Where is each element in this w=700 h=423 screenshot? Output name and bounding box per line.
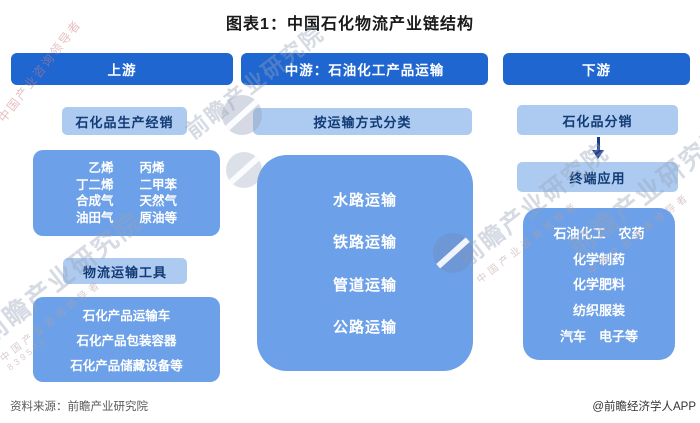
product-item: 天然气	[139, 194, 178, 208]
application-item: 汽车 电子等	[559, 329, 638, 345]
down-arrow-stem	[596, 137, 600, 152]
transport-mode-item: 公路运输	[332, 319, 397, 337]
label-logistics-tools: 物流运输工具	[63, 258, 187, 284]
tool-item: 石化产品储藏设备等	[70, 359, 183, 373]
tool-item: 石化产品包装容器	[76, 334, 177, 348]
brand-note: @前瞻经济学人APP	[592, 401, 696, 413]
label-terminal-application: 终端应用	[517, 162, 678, 192]
label-production-distribution: 石化品生产经销	[62, 107, 187, 135]
source-note: 资料来源：前瞻产业研究院	[10, 401, 148, 413]
header-upstream: 上游	[11, 53, 233, 85]
header-midstream: 中游：石油化工产品运输	[241, 53, 488, 85]
application-item: 石油化工 农药	[553, 225, 645, 241]
application-item: 纺织服装	[572, 303, 625, 319]
downstream-applications-box: 石油化工 农药 化学制药 化学肥料 纺织服装 汽车 电子等	[523, 208, 675, 360]
product-item: 原油等	[139, 210, 178, 225]
label-distribution: 石化品分销	[517, 105, 678, 135]
product-item: 丙烯	[139, 161, 165, 175]
header-downstream: 下游	[503, 53, 690, 85]
transport-mode-item: 铁路运输	[332, 234, 397, 252]
midstream-modes-box: 水路运输 铁路运输 管道运输 公路运输	[257, 155, 473, 371]
upstream-products-box: 乙烯 丙烯 丁二烯 二甲苯 合成气 天然气 油田气 原油等	[33, 150, 220, 236]
transport-mode-item: 水路运输	[332, 191, 397, 209]
down-arrow-head	[592, 150, 604, 159]
tool-item: 石化产品运输车	[82, 309, 171, 323]
transport-mode-item: 管道运输	[332, 276, 397, 294]
product-item: 乙烯	[88, 161, 114, 175]
down-arrow-icon	[592, 137, 604, 161]
product-item: 合成气	[75, 194, 114, 208]
figure-title: 图表1：中国石化物流产业链结构	[226, 16, 474, 33]
label-transport-classification: 按运输方式分类	[253, 108, 472, 135]
application-item: 化学肥料	[572, 277, 625, 293]
product-item: 丁二烯	[75, 177, 114, 192]
product-item: 二甲苯	[139, 177, 178, 192]
application-item: 化学制药	[572, 251, 625, 267]
product-item: 油田气	[75, 210, 114, 225]
upstream-tools-box: 石化产品运输车 石化产品包装容器 石化产品储藏设备等	[33, 297, 220, 382]
